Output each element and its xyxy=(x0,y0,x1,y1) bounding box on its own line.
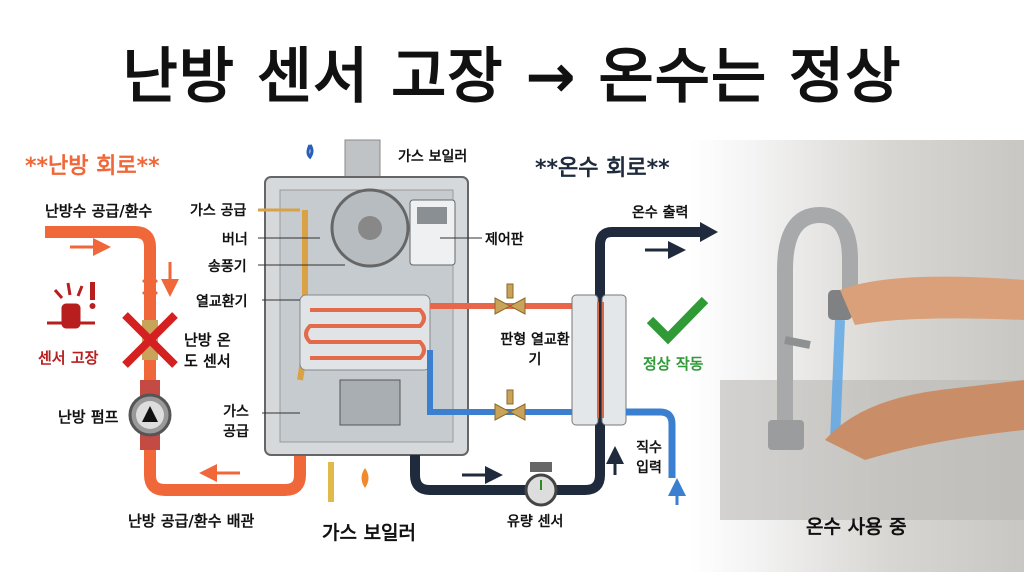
outlet-arrowhead xyxy=(700,222,718,242)
normal-operation-label: 정상 작동 xyxy=(643,355,704,373)
valve-upper xyxy=(494,283,526,315)
pump-label: 난방 펌프 xyxy=(58,408,119,426)
cold-water-pipe xyxy=(626,408,676,478)
gas-supply-lower-label: 가스 공급 xyxy=(223,404,249,440)
flame-icon xyxy=(361,468,369,488)
hand-lower xyxy=(825,380,1024,460)
plate-exchanger xyxy=(571,294,599,426)
water-stream xyxy=(830,319,845,441)
heating-pipe xyxy=(45,226,306,496)
control-panel-label: 제어판 xyxy=(485,232,524,248)
boiler-top-label: 가스 보일러 xyxy=(398,149,468,165)
heat-exchanger-label: 열교환기 xyxy=(196,294,248,310)
heat-exchanger xyxy=(299,294,431,371)
flow-sensor-label: 유량 센서 xyxy=(507,514,564,530)
check-icon xyxy=(646,296,709,345)
cold-water-in-label: 직수 입력 xyxy=(636,440,662,476)
faucet-base xyxy=(768,420,804,450)
flame-small-icon xyxy=(306,144,314,160)
gas-inlet xyxy=(328,462,334,502)
page-title: 난방 센서 고장 → 온수는 정상 xyxy=(122,42,902,112)
chimney xyxy=(344,139,381,181)
faucet-spout xyxy=(777,206,858,430)
faucet-illustration xyxy=(720,206,1024,520)
fault-x-icon xyxy=(122,312,178,368)
supply-return-label: 난방수 공급/환수 xyxy=(45,202,153,220)
sensor-fault-label: 센서 고장 xyxy=(38,349,99,367)
hot-water-circuit-heading: **온수 회로** xyxy=(535,156,670,181)
burner xyxy=(339,379,401,426)
return-pipe xyxy=(427,350,575,415)
burner-label: 버너 xyxy=(222,232,248,248)
hot-water-pipe xyxy=(410,227,705,495)
valve-lower xyxy=(494,389,526,421)
faucet-handle xyxy=(784,336,811,349)
hot-water-out-label: 온수 출력 xyxy=(632,205,689,221)
heating-pump-icon xyxy=(128,380,172,450)
temp-sensor-label: 난방 온도 센서 xyxy=(184,331,231,370)
faucet-photo xyxy=(690,140,1024,572)
gas-supply-label: 가스 공급 xyxy=(190,203,247,219)
hand-upper xyxy=(840,276,1024,325)
plate-exchanger-label: 판형 열교환기 xyxy=(500,332,570,368)
blower-label: 송풍기 xyxy=(208,259,247,275)
broken-sensor-icon xyxy=(47,282,96,329)
flow-sensor-icon xyxy=(524,462,558,507)
heating-circuit-heading: **난방 회로** xyxy=(25,154,160,179)
piping-label: 난방 공급/환수 배관 xyxy=(128,512,255,530)
hot-water-in-use-label: 온수 사용 중 xyxy=(806,516,907,538)
small-x-icon xyxy=(141,278,159,296)
boiler-bottom-label: 가스 보일러 xyxy=(322,522,417,544)
